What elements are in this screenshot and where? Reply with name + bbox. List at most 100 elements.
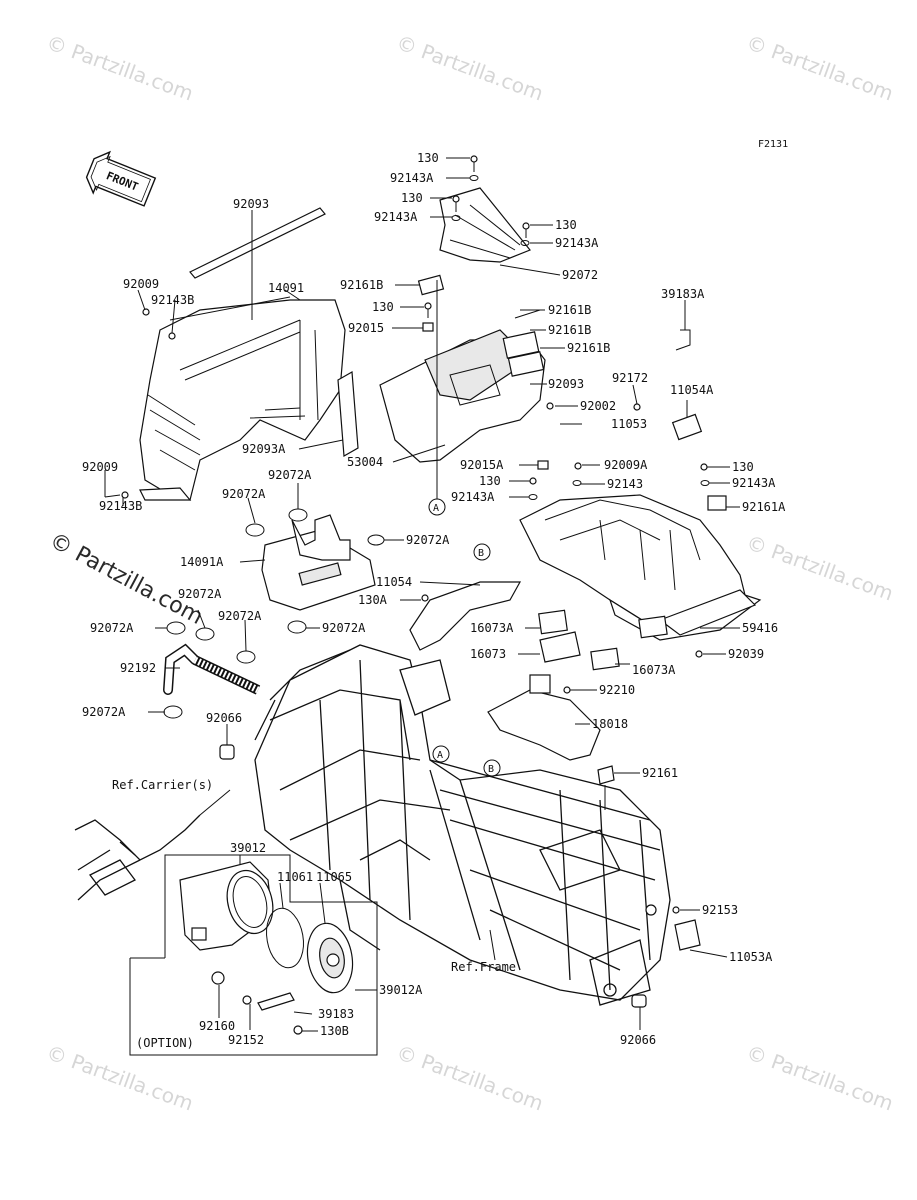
hardware <box>104 155 710 914</box>
callout: 92066 <box>206 711 242 725</box>
cover-plate-53004 <box>379 329 546 463</box>
front-fender-cover <box>139 296 346 501</box>
callout: 130B <box>320 1024 349 1038</box>
callout: 92072A <box>82 705 126 719</box>
callout: 92161B <box>567 341 610 355</box>
small-parts <box>219 744 701 1008</box>
small-parts-option <box>211 971 303 1035</box>
marker-a: A <box>433 503 439 514</box>
callout: 130 <box>555 218 577 232</box>
callout: 130 <box>732 460 754 474</box>
leader-lines <box>104 157 740 1032</box>
watermark: © Partzilla.com <box>43 1040 196 1115</box>
callout: 92161A <box>742 500 786 514</box>
watermark: © Partzilla.com <box>743 1040 896 1115</box>
callout: 92093A <box>242 442 286 456</box>
ref-carrier-label: Ref.Carrier(s) <box>112 778 213 792</box>
callout: 92015 <box>348 321 384 335</box>
callout: 92210 <box>599 683 635 697</box>
callout: 92072A <box>406 533 450 547</box>
watermark: © Partzilla.com <box>393 1040 546 1115</box>
callout: 53004 <box>347 455 383 469</box>
callout: 92072 <box>562 268 598 282</box>
callout: 39183A <box>661 287 705 301</box>
callout: 92093 <box>233 197 269 211</box>
callout: 92143A <box>732 476 776 490</box>
option-box <box>129 854 378 1056</box>
ref-frame-label: Ref.Frame <box>451 960 516 974</box>
callout: 16073A <box>632 663 676 677</box>
callout: 92172 <box>612 371 648 385</box>
callout: 11065 <box>316 870 352 884</box>
callout: 92143A <box>390 171 434 185</box>
callout: 92072A <box>218 609 262 623</box>
callout: 92161B <box>548 303 591 317</box>
callout: 92143B <box>99 499 142 513</box>
callout: 18018 <box>592 717 628 731</box>
callout: 11054A <box>670 383 714 397</box>
callout: 92153 <box>702 903 738 917</box>
hose-92192 <box>163 643 261 695</box>
callouts: 130 92143A 130 92143A 130 92143A 92072 9… <box>82 151 786 1047</box>
main-frame <box>254 644 671 1006</box>
marker-a: A <box>437 750 443 761</box>
guard-14091A <box>261 514 376 611</box>
callout: 14091 <box>268 281 304 295</box>
callout: 92009 <box>82 460 118 474</box>
ref-markers: A B A B <box>428 498 501 777</box>
ring-11061 <box>266 907 304 969</box>
callout: 92161B <box>340 278 383 292</box>
cap-11065 <box>306 922 354 994</box>
figure-code: F2131 <box>758 139 788 150</box>
callout: 130 <box>479 474 501 488</box>
marker-b: B <box>478 548 484 559</box>
top-bracket-92072 <box>439 187 531 263</box>
callout: 130 <box>401 191 423 205</box>
callout: 92009A <box>604 458 648 472</box>
callout: 11054 <box>376 575 412 589</box>
seal-strip-92093 <box>189 207 326 279</box>
seal-strip-92093A <box>337 371 359 457</box>
callout: 92161B <box>548 323 591 337</box>
callout: 130 <box>417 151 439 165</box>
callout: 92072A <box>90 621 134 635</box>
callout: 16073 <box>470 647 506 661</box>
callout: 92143B <box>151 293 194 307</box>
watermark: © Partzilla.com <box>393 30 546 105</box>
callout: 39012A <box>379 983 423 997</box>
callout: 92152 <box>228 1033 264 1047</box>
callout: 11061 <box>277 870 313 884</box>
marker-b: B <box>488 764 494 775</box>
front-arrow-icon: FRONT <box>85 150 157 207</box>
callout: 92161 <box>642 766 678 780</box>
callout: 92002 <box>580 399 616 413</box>
cover-18018 <box>487 674 601 761</box>
pad-16073 <box>538 609 668 671</box>
callout: 92066 <box>620 1033 656 1047</box>
callout: 16073A <box>470 621 514 635</box>
callout: 92093 <box>548 377 584 391</box>
callout: 11053 <box>611 417 647 431</box>
option-label: (OPTION) <box>136 1036 194 1050</box>
bracket-11054 <box>409 581 522 651</box>
callout: 92072A <box>178 587 222 601</box>
callout: 39012 <box>230 841 266 855</box>
callout: 92015A <box>460 458 504 472</box>
watermark: © Partzilla.com <box>743 30 896 105</box>
callout: 92072A <box>268 468 312 482</box>
callout: 92143 <box>607 477 643 491</box>
filter-housing-39012 <box>179 861 274 951</box>
callout: 92143A <box>451 490 495 504</box>
callout: 92143A <box>555 236 599 250</box>
callout: 92143A <box>374 210 418 224</box>
callout: 92009 <box>123 277 159 291</box>
watermark: © Partzilla.com <box>743 530 896 605</box>
callout: 39183 <box>318 1007 354 1021</box>
watermark-main: © Partzilla.com <box>45 528 207 630</box>
callout: 130 <box>372 300 394 314</box>
watermark: © Partzilla.com <box>43 30 196 105</box>
callout: 92192 <box>120 661 156 675</box>
callout: 130A <box>358 593 388 607</box>
callout: 92072A <box>222 487 266 501</box>
